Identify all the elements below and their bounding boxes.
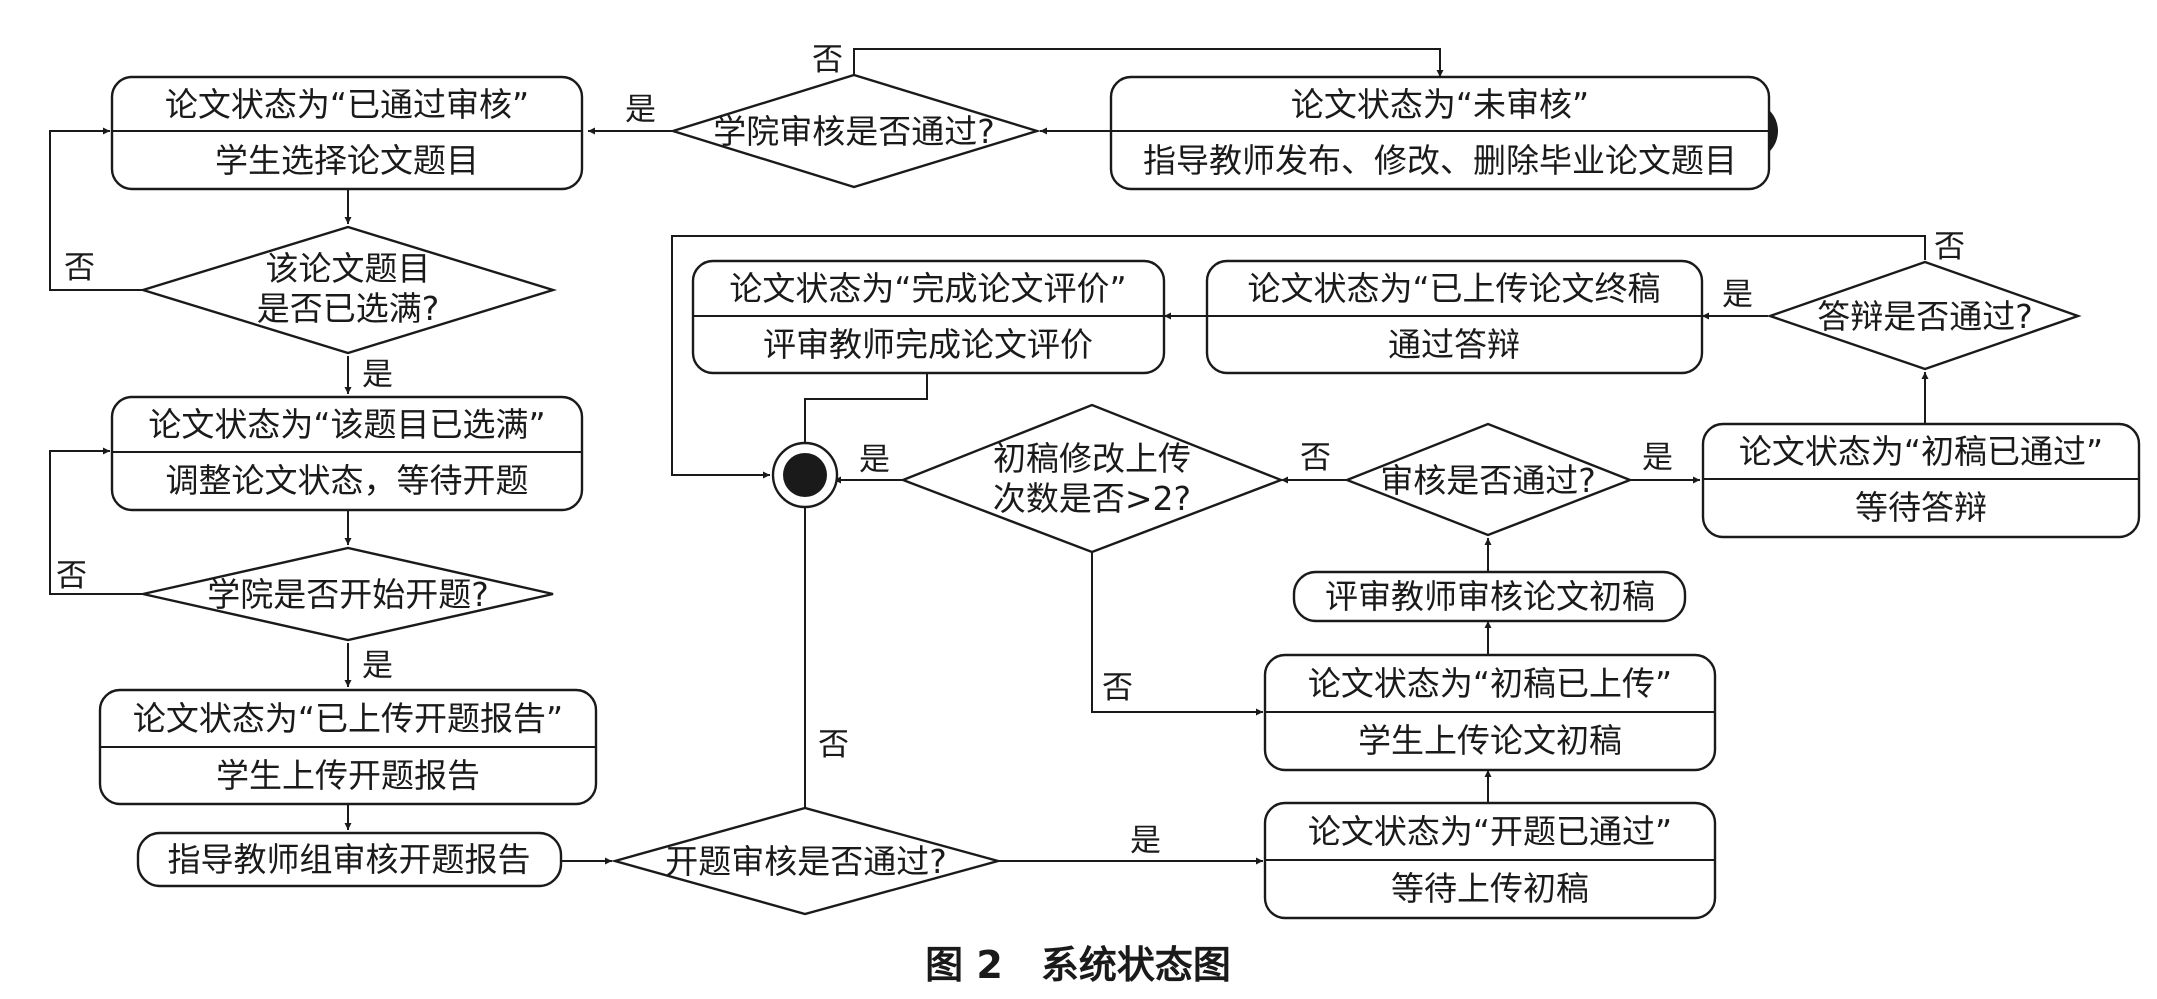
- figure-caption: 图 2 系统状态图: [925, 943, 1231, 987]
- activity-group-review: 指导教师组审核开题报告: [136, 831, 563, 888]
- edge-topic-full-no: [49, 127, 143, 291]
- state-evaluated-action: 评审教师完成论文评价: [763, 325, 1093, 364]
- edge-college-start-no: [49, 447, 143, 595]
- state-draft-passed-title: 论文状态为“初稿已通过”: [1739, 432, 2103, 471]
- label-college-review-yes: 是: [625, 92, 656, 128]
- state-topic-full-action: 调整论文状态，等待开题: [166, 461, 529, 500]
- state-draft-uploaded-title: 论文状态为“初稿已上传”: [1308, 664, 1672, 703]
- state-draft-uploaded-action: 学生上传论文初稿: [1358, 721, 1622, 760]
- label-topic-full-yes: 是: [362, 357, 393, 393]
- state-proposal-passed-title: 论文状态为“开题已通过”: [1308, 812, 1672, 851]
- state-topic-full: 论文状态为“该题目已选满” 调整论文状态，等待开题: [110, 395, 584, 512]
- state-draft-uploaded: 论文状态为“初稿已上传” 学生上传论文初稿: [1263, 653, 1717, 772]
- state-approved: 论文状态为“已通过审核” 学生选择论文题目: [110, 75, 584, 191]
- state-proposal-passed: 论文状态为“开题已通过” 等待上传初稿: [1263, 801, 1717, 920]
- state-final-uploaded: 论文状态为“已上传论文终稿 通过答辩: [1205, 259, 1704, 375]
- state-final-uploaded-action: 通过答辩: [1388, 325, 1520, 364]
- edge-defense-no: [671, 235, 1926, 479]
- label-topic-full-no: 否: [64, 250, 95, 286]
- decision-topic-full-line1: 该论文题目: [266, 249, 431, 288]
- label-proposal-review-yes: 是: [1130, 823, 1161, 859]
- state-approved-title: 论文状态为“已通过审核”: [165, 85, 529, 124]
- label-draft-review-yes: 是: [1642, 440, 1673, 476]
- label-college-start-yes: 是: [362, 648, 393, 684]
- decision-defense: 答辩是否通过?: [1766, 260, 2082, 371]
- activity-group-review-label: 指导教师组审核开题报告: [168, 840, 531, 879]
- end-node: [771, 441, 839, 509]
- decision-resubmit: 初稿修改上传 次数是否>2?: [899, 403, 1285, 554]
- connectors: [49, 48, 1929, 865]
- decision-college-start-label: 学院是否开始开题?: [207, 575, 489, 614]
- state-unreviewed-title: 论文状态为“未审核”: [1291, 85, 1589, 124]
- decision-topic-full-line2: 是否已选满?: [257, 289, 440, 328]
- state-draft-passed-action: 等待答辩: [1855, 488, 1987, 527]
- state-final-uploaded-title: 论文状态为“已上传论文终稿: [1247, 269, 1660, 308]
- decision-resubmit-line2: 次数是否>2?: [993, 479, 1191, 518]
- decision-college-review: 学院审核是否通过?: [668, 73, 1042, 189]
- state-proposal-uploaded-action: 学生上传开题报告: [216, 756, 480, 795]
- edge-labels: 否 是 否 是 否 是 否 是 否 是 否 是 是 否: [56, 42, 1965, 859]
- activity-reviewer-label: 评审教师审核论文初稿: [1325, 577, 1655, 616]
- label-defense-yes: 是: [1722, 277, 1753, 313]
- decision-college-review-label: 学院审核是否通过?: [713, 112, 995, 151]
- label-resubmit-no: 否: [1102, 670, 1133, 706]
- state-evaluated-title: 论文状态为“完成论文评价”: [729, 269, 1126, 308]
- activity-reviewer: 评审教师审核论文初稿: [1292, 570, 1687, 623]
- decision-proposal-review-label: 开题审核是否通过?: [665, 842, 947, 881]
- state-unreviewed: 论文状态为“未审核” 指导教师发布、修改、删除毕业论文题目: [1109, 75, 1771, 191]
- state-unreviewed-action: 指导教师发布、修改、删除毕业论文题目: [1143, 141, 1737, 180]
- state-proposal-uploaded: 论文状态为“已上传开题报告” 学生上传开题报告: [98, 688, 598, 806]
- edge-resubmit-no: [1091, 552, 1263, 716]
- state-proposal-passed-action: 等待上传初稿: [1391, 869, 1589, 908]
- state-draft-passed: 论文状态为“初稿已通过” 等待答辩: [1701, 422, 2141, 539]
- decision-defense-label: 答辩是否通过?: [1817, 297, 2033, 336]
- edge-college-review-no: [853, 48, 1444, 77]
- state-evaluated: 论文状态为“完成论文评价” 评审教师完成论文评价: [691, 259, 1166, 375]
- label-resubmit-yes: 是: [859, 442, 890, 478]
- edge-evaluated-to-end: [801, 373, 928, 450]
- decision-college-start: 学院是否开始开题?: [142, 546, 554, 642]
- decision-resubmit-line1: 初稿修改上传: [993, 439, 1191, 478]
- label-college-start-no: 否: [56, 558, 87, 594]
- label-college-review-no: 否: [812, 42, 843, 78]
- state-approved-action: 学生选择论文题目: [215, 141, 479, 180]
- label-defense-no: 否: [1934, 229, 1965, 265]
- label-proposal-review-no: 否: [818, 727, 849, 763]
- state-topic-full-title: 论文状态为“该题目已选满”: [148, 405, 545, 444]
- state-proposal-uploaded-title: 论文状态为“已上传开题报告”: [133, 699, 563, 738]
- label-draft-review-no: 否: [1300, 440, 1331, 476]
- decision-proposal-review: 开题审核是否通过?: [610, 806, 1003, 916]
- decision-draft-review: 审核是否通过?: [1343, 422, 1634, 537]
- decision-topic-full: 该论文题目 是否已选满?: [138, 225, 558, 355]
- decision-draft-review-label: 审核是否通过?: [1380, 461, 1596, 500]
